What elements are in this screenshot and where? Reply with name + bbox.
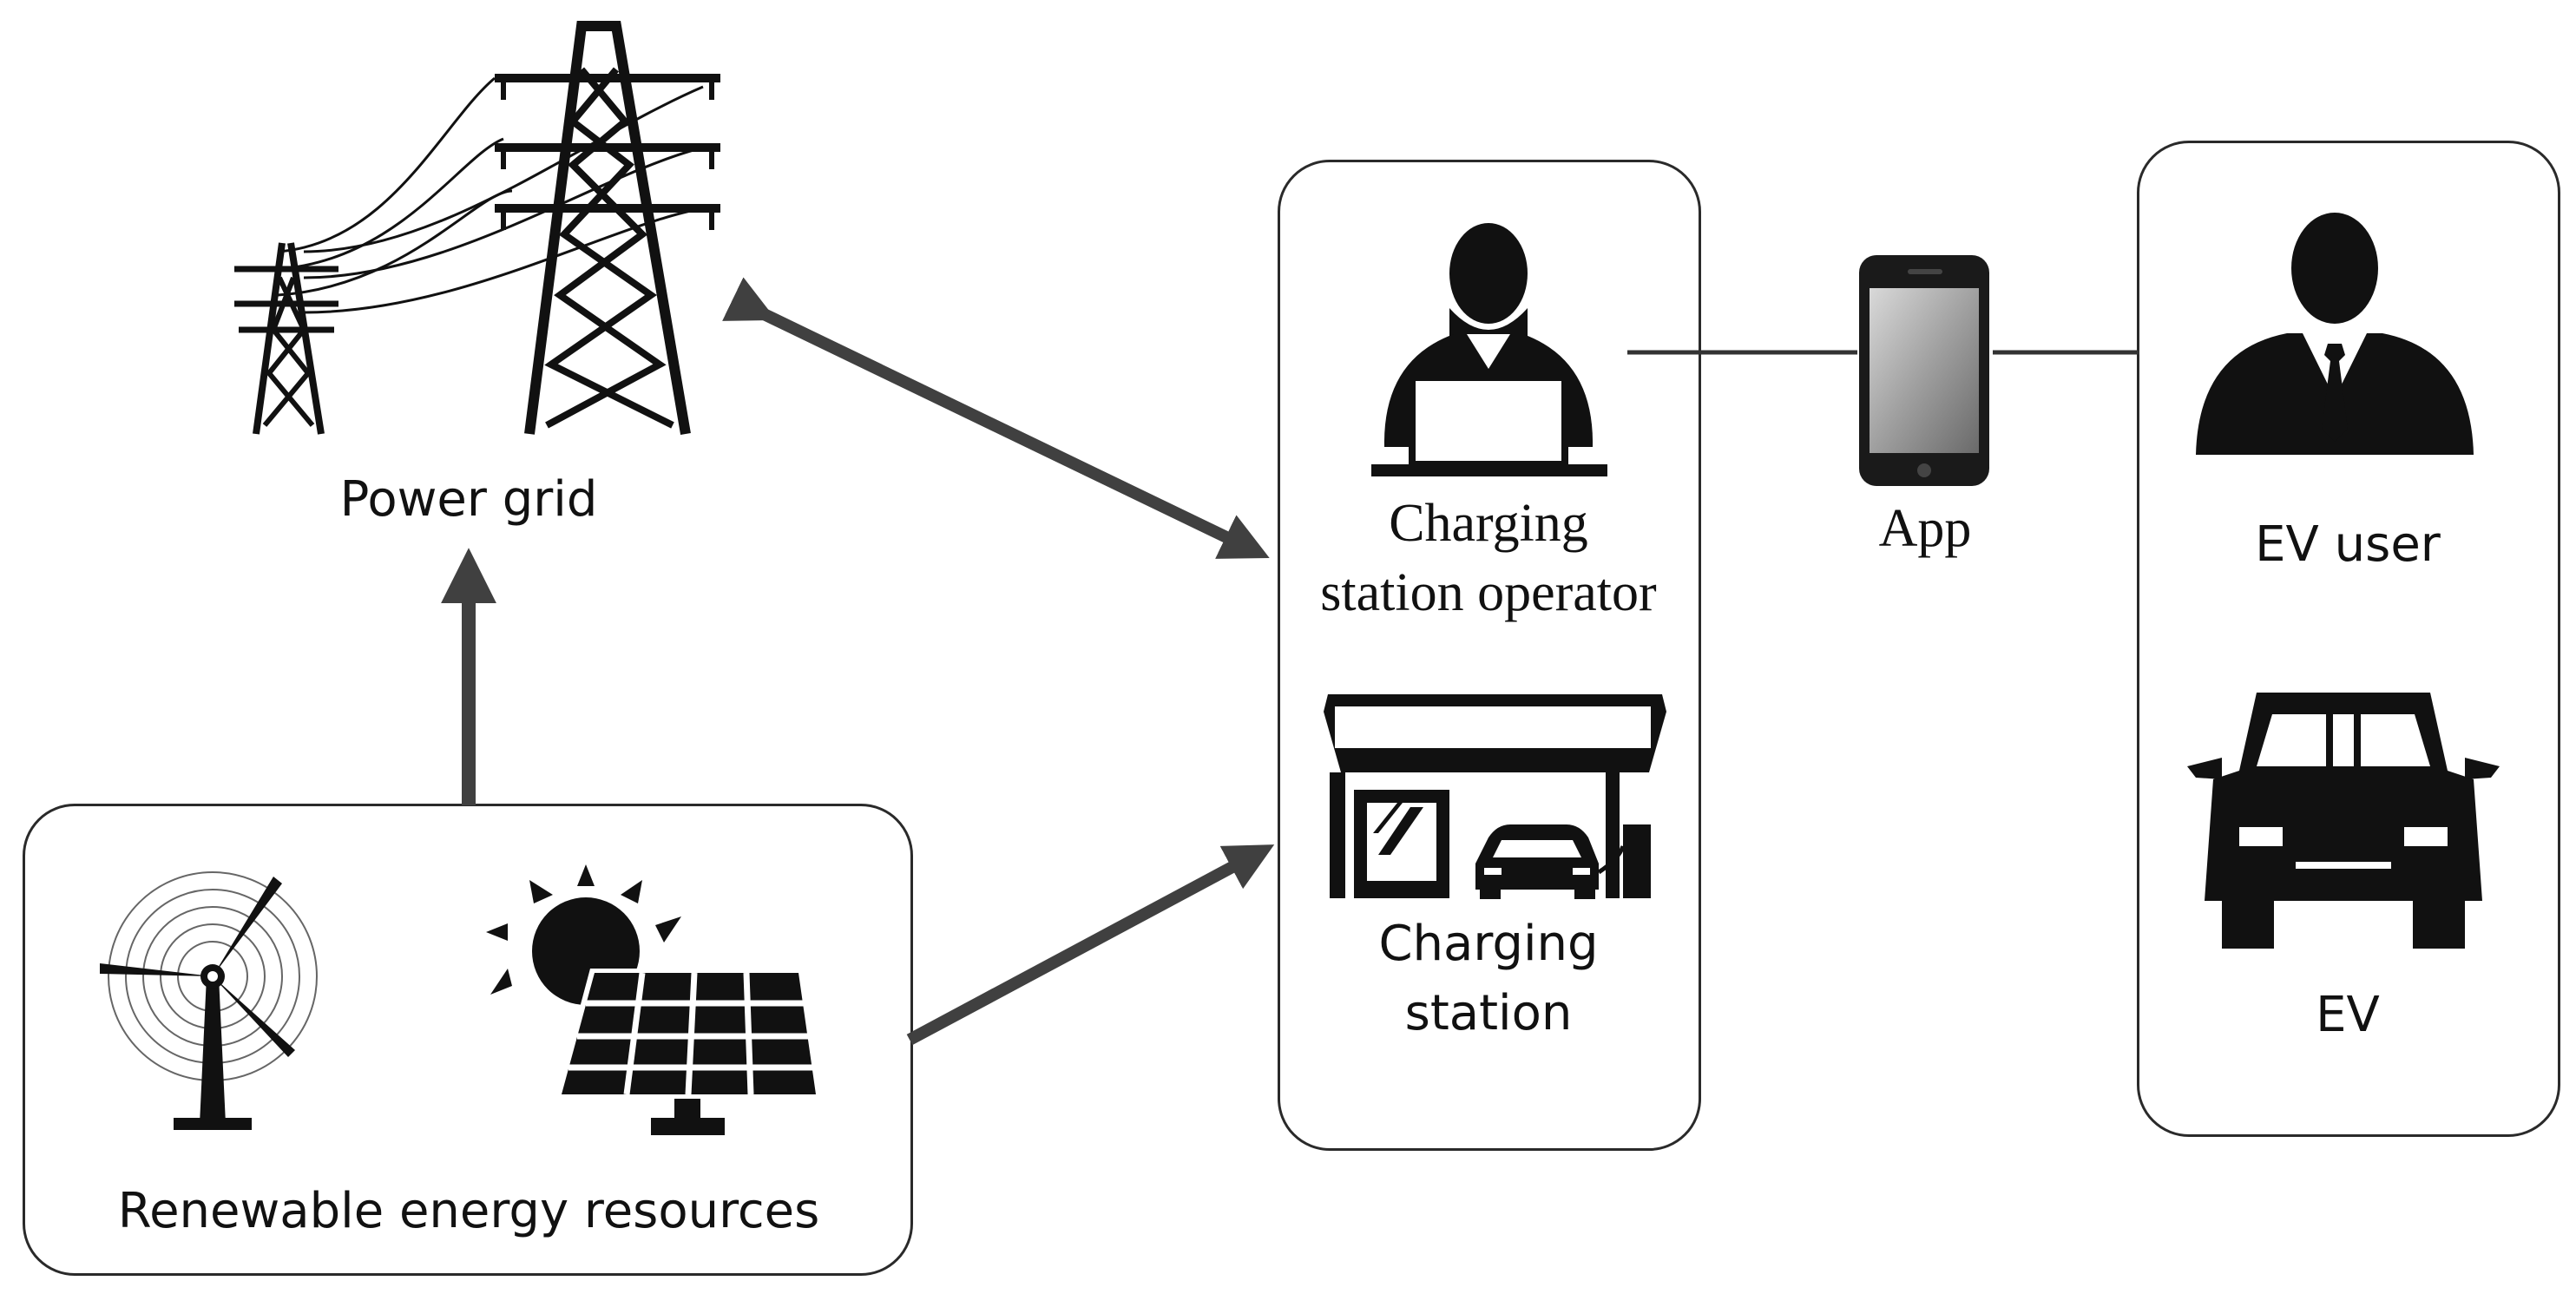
smartphone-icon [1859, 255, 1989, 486]
station-label-line1: Charging [1378, 916, 1599, 972]
power-tower-icon [234, 21, 720, 436]
app-label: App [1878, 499, 1972, 558]
renewable-label: Renewable energy resources [117, 1183, 820, 1239]
edge-power-grid-operator [722, 277, 1270, 559]
operator-laptop-icon [1371, 223, 1607, 476]
edge-renewable-to-station [906, 844, 1275, 1046]
ev-label: EV [2316, 987, 2380, 1043]
station-label-line2: station [1404, 985, 1573, 1041]
operator-label-line1: Charging [1389, 494, 1588, 553]
power-grid-label: Power grid [339, 471, 598, 528]
ev-user-label: EV user [2255, 516, 2441, 573]
user-ev-group-box [2137, 141, 2560, 1137]
operator-station-group-box [1278, 160, 1701, 1151]
wind-turbine-icon [100, 871, 318, 1130]
solar-panel-icon [486, 864, 820, 1135]
businessman-icon [2196, 213, 2474, 455]
operator-label-line2: station operator [1320, 563, 1657, 622]
charging-station-icon [1324, 694, 1666, 899]
car-icon [2187, 693, 2500, 949]
